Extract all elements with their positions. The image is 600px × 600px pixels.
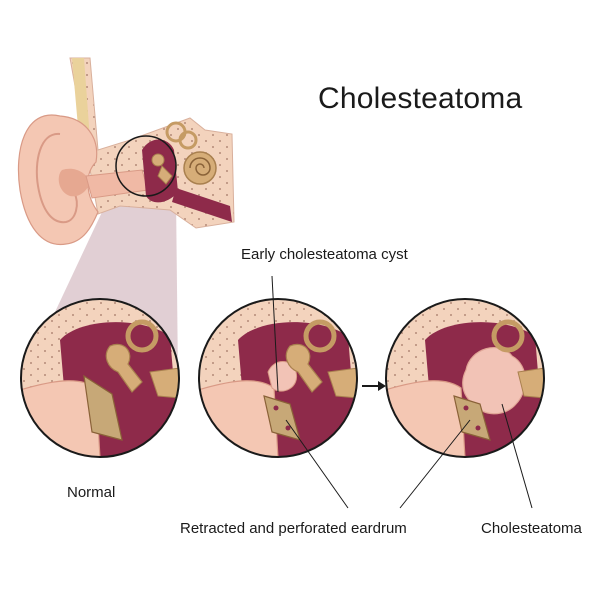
perforation <box>475 425 481 431</box>
leader-line-eardrum-1 <box>285 419 349 509</box>
progression-arrow <box>362 381 386 391</box>
circle-cholesteatoma <box>385 298 545 458</box>
circle-normal <box>20 298 180 458</box>
label-early-cyst: Early cholesteatoma cyst <box>241 246 408 263</box>
circle-border <box>20 298 180 458</box>
pinna-inner-fold <box>35 132 78 224</box>
semicircular-canal <box>125 319 159 353</box>
ossicle-incus <box>157 165 173 185</box>
circle-early-cyst <box>198 298 358 458</box>
semicircular-canal <box>303 319 337 353</box>
semicircular-canal <box>491 319 525 353</box>
perforation <box>273 405 279 411</box>
circle-border <box>198 298 358 458</box>
magnifier-ring <box>115 135 177 197</box>
leader-line-cholesteatoma <box>501 403 533 509</box>
diagram-title: Cholesteatoma <box>318 82 523 115</box>
cochlea-spiral <box>189 157 211 176</box>
pinna-concha <box>58 168 90 197</box>
pinna <box>17 114 99 246</box>
inner-ear <box>517 367 544 399</box>
cholesteatoma-mass <box>462 347 526 415</box>
eardrum <box>83 374 123 441</box>
label-eardrum: Retracted and perforated eardrum <box>180 520 407 537</box>
label-cholesteatoma: Cholesteatoma <box>481 520 582 537</box>
ear-illustration <box>17 57 235 246</box>
ossicle-malleus <box>151 153 165 167</box>
ossicle-chain <box>105 343 143 393</box>
eustachian-tube <box>172 188 232 222</box>
circle-border <box>385 298 545 458</box>
semicircular-canal <box>178 130 198 150</box>
leader-line-early-cyst <box>271 275 279 393</box>
perforation <box>463 405 469 411</box>
leader-line-eardrum-2 <box>399 419 471 509</box>
label-normal: Normal <box>67 484 116 501</box>
inner-ear <box>149 367 179 399</box>
inner-ear <box>327 367 357 399</box>
ossicle-chain <box>285 343 323 393</box>
perforation <box>285 425 291 431</box>
cochlea <box>183 151 217 185</box>
